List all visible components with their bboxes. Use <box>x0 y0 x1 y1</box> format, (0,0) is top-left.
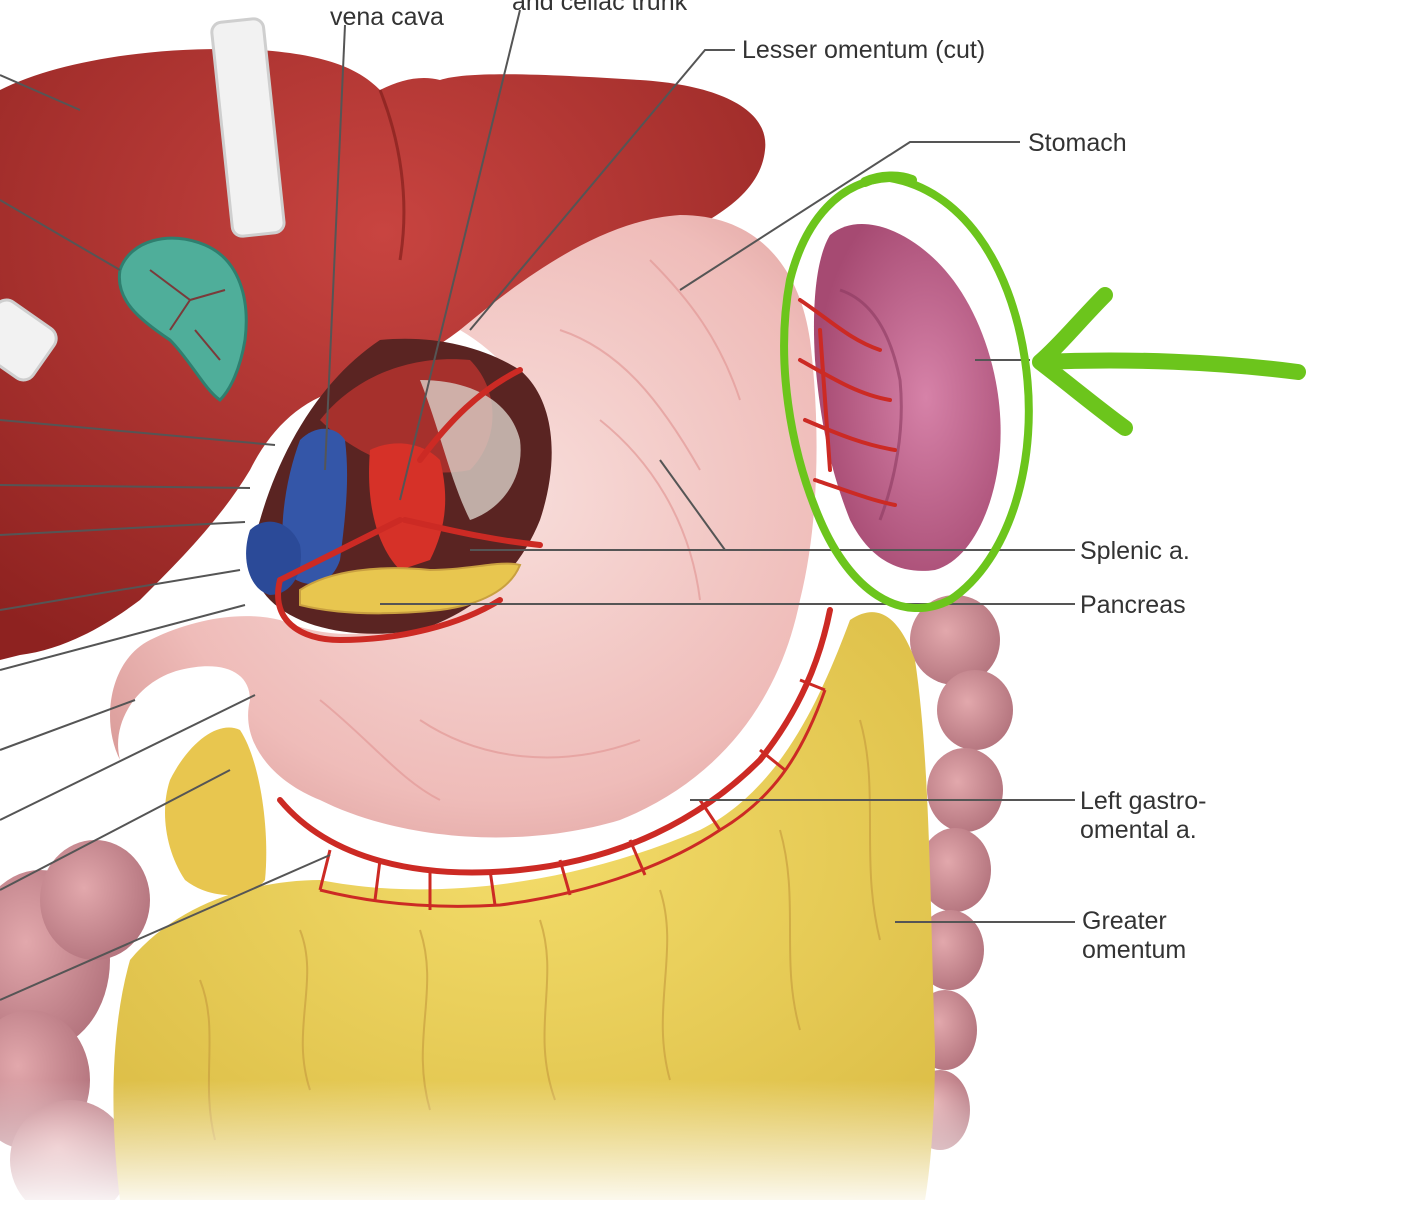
arrow-icon <box>1032 287 1306 436</box>
highlight-circle <box>780 173 1033 613</box>
leader-lines <box>0 9 1075 1001</box>
label-splenic-artery: Splenic a. <box>1080 537 1190 565</box>
gallbladder <box>117 236 248 402</box>
label-left-gastroomental-1: Left gastro- <box>1080 787 1206 815</box>
arterial-branches <box>275 367 833 876</box>
label-greater-omentum-2: omentum <box>1082 936 1186 964</box>
lesser-fat-pad <box>165 727 267 895</box>
gastroomental-arcades <box>318 678 827 910</box>
label-vena-cava: vena cava <box>330 3 444 31</box>
leader-celiac-trunk <box>399 9 521 501</box>
splenic-branches <box>798 298 897 507</box>
highlight-annotation <box>780 171 1306 613</box>
retractor-left <box>0 298 58 382</box>
label-greater-omentum-1: Greater <box>1082 907 1167 935</box>
label-left-gastroomental-2: omental a. <box>1080 816 1197 844</box>
celiac-trunk <box>369 443 446 570</box>
leader-splenic-branch <box>659 459 726 551</box>
label-lesser-omentum: Lesser omentum (cut) <box>742 36 985 64</box>
leader-vena-cava <box>324 24 346 471</box>
leader-lesser-omentum <box>469 49 735 331</box>
greater-omentum <box>113 612 935 1200</box>
label-celiac-trunk: and celiac trunk <box>512 0 688 16</box>
spleen <box>813 223 1001 571</box>
leader-stomach <box>679 141 1020 291</box>
label-stomach: Stomach <box>1028 129 1127 157</box>
pancreas <box>299 562 522 615</box>
retractor-top <box>210 17 286 238</box>
stomach-vessels <box>319 259 741 801</box>
label-pancreas: Pancreas <box>1080 591 1186 619</box>
stomach <box>110 215 817 838</box>
